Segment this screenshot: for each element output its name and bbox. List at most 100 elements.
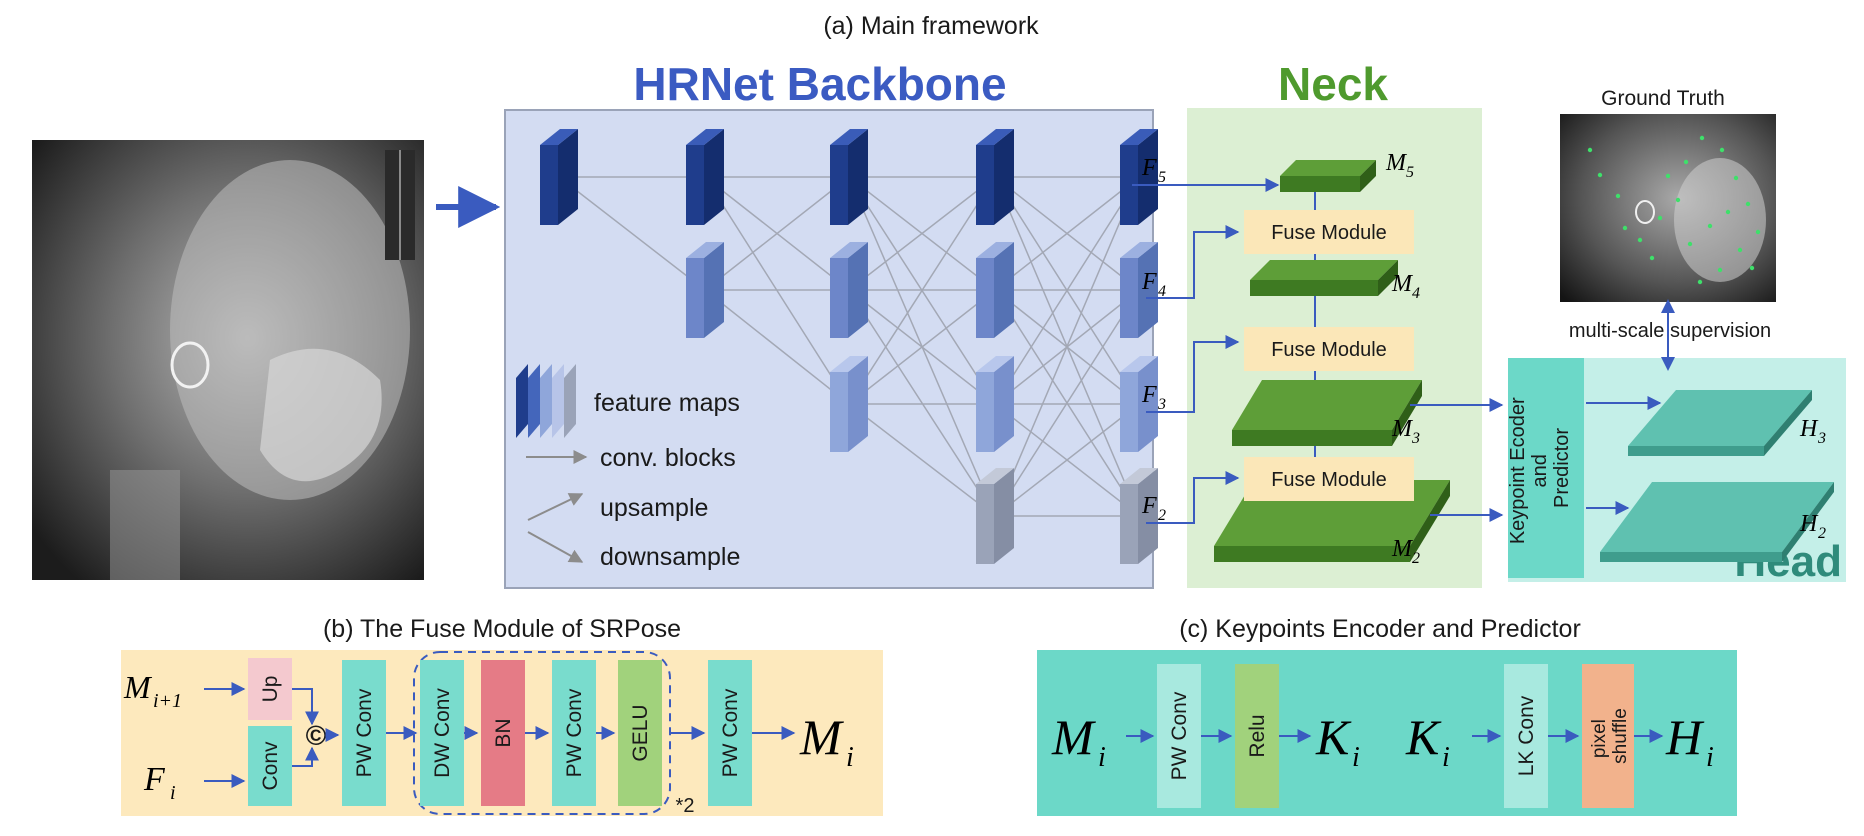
- svg-text:PW Conv: PW Conv: [719, 688, 742, 777]
- svg-text:PW Conv: PW Conv: [563, 688, 586, 777]
- svg-text:K: K: [1405, 709, 1442, 765]
- neck-map-m4: [1250, 260, 1398, 296]
- backbone-feature-map-block: [1120, 129, 1158, 225]
- keypoint-encoder-block: [1508, 358, 1584, 578]
- fuse-repeat-label: *2: [676, 795, 695, 817]
- fuse-dw-conv: DW Conv: [420, 660, 464, 806]
- ground-truth-keypoint-dot: [1707, 223, 1713, 229]
- svg-text:i: i: [170, 782, 176, 804]
- svg-text:pixel shuffle: pixel shuffle: [1589, 708, 1631, 764]
- concat-symbol: ©: [306, 720, 327, 751]
- backbone-connections: [558, 176, 1140, 517]
- legend-upsample-arrow: [527, 493, 584, 521]
- multiscale-supervision-label: multi-scale supervision: [1569, 320, 1771, 342]
- ground-truth-keypoint-dot: [1717, 267, 1723, 273]
- svg-text:3: 3: [1411, 430, 1420, 447]
- backbone-feature-map-block: [686, 242, 724, 338]
- feature-maps-legend-icon: [516, 364, 576, 438]
- keypoint-encoder-label: Keypoint Ecoder and Predictor: [1507, 392, 1573, 544]
- svg-text:LK Conv: LK Conv: [1515, 695, 1538, 776]
- backbone-feature-map-block: [1120, 242, 1158, 338]
- backbone-panel: [504, 109, 1154, 589]
- neck-map-m5: [1280, 160, 1376, 192]
- backbone-output-label-f2: F 2: [1141, 493, 1166, 524]
- backbone-connection-line: [848, 176, 996, 291]
- ground-truth-keypoint-dot: [1745, 201, 1751, 207]
- ground-truth-keypoint-dot: [1697, 279, 1703, 285]
- svg-text:i: i: [1352, 742, 1360, 773]
- svg-text:F: F: [1141, 269, 1157, 295]
- svg-text:M: M: [1391, 416, 1414, 442]
- backbone-to-neck-arrows: [1132, 178, 1504, 524]
- kep-pw-conv: PW Conv: [1157, 664, 1201, 808]
- ground-truth-keypoint-dot: [1733, 175, 1739, 181]
- svg-text:i: i: [1706, 742, 1714, 773]
- ground-truth-keypoint-dot: [1687, 241, 1693, 247]
- backbone-connection-line: [994, 176, 1140, 405]
- kep-input-m: M i: [1051, 709, 1106, 773]
- svg-text:i: i: [1442, 742, 1450, 773]
- backbone-feature-map-block: [686, 129, 724, 225]
- fuse-module-1: Fuse Module: [1244, 210, 1414, 254]
- ground-truth-keypoint-dot: [1755, 229, 1761, 235]
- fuse-up-block: Up: [248, 658, 292, 720]
- ground-truth-keypoints: [1587, 135, 1761, 285]
- fuse-output-m: M i: [799, 709, 854, 773]
- ground-truth-keypoint-dot: [1749, 265, 1755, 271]
- backbone-connection-line: [994, 403, 1140, 517]
- backbone-connection-line: [848, 289, 996, 405]
- svg-text:GELU: GELU: [629, 704, 652, 761]
- svg-text:M: M: [1385, 150, 1408, 176]
- svg-text:2: 2: [1412, 550, 1420, 567]
- backbone-connection-line: [848, 289, 996, 517]
- svg-text:PW Conv: PW Conv: [353, 688, 376, 777]
- svg-text:Up: Up: [259, 676, 282, 703]
- backbone-feature-maps: [540, 129, 1158, 564]
- ground-truth-keypoint-dot: [1649, 255, 1655, 261]
- svg-text:M: M: [123, 669, 153, 705]
- fuse-conv-block: Conv: [248, 726, 292, 806]
- ground-truth-keypoint-dot: [1615, 193, 1621, 199]
- ground-truth-keypoint-dot: [1622, 225, 1628, 231]
- fuse-module-3: Fuse Module: [1244, 457, 1414, 501]
- backbone-connection-line: [704, 176, 850, 291]
- backbone-connection-line: [994, 176, 1140, 291]
- head-map-h2: [1600, 482, 1834, 562]
- neck-label-m3: M 3: [1391, 416, 1420, 447]
- head-map-h3: [1628, 390, 1812, 456]
- svg-text:H: H: [1665, 709, 1705, 765]
- svg-text:Fuse Module: Fuse Module: [1271, 469, 1387, 491]
- fuse-pw-conv-1: PW Conv: [342, 660, 386, 806]
- svg-text:Fuse Module: Fuse Module: [1271, 339, 1387, 361]
- backbone-connection-line: [848, 176, 996, 405]
- fuse-module-2: Fuse Module: [1244, 327, 1414, 371]
- neck-title: Neck: [1278, 58, 1388, 110]
- backbone-feature-map-block: [976, 129, 1014, 225]
- svg-text:3: 3: [1157, 396, 1166, 413]
- fuse-bn: BN: [481, 660, 525, 806]
- backbone-output-label-f4: F 4: [1141, 269, 1166, 300]
- backbone-feature-map-block: [830, 242, 868, 338]
- ground-truth-keypoint-dot: [1637, 237, 1643, 243]
- fuse-gelu: GELU: [618, 660, 662, 806]
- svg-text:i: i: [1098, 742, 1106, 773]
- kep-lk-conv: LK Conv: [1504, 664, 1548, 808]
- svg-text:DW Conv: DW Conv: [431, 688, 454, 778]
- legend-conv-blocks: conv. blocks: [600, 444, 736, 472]
- backbone-feature-map-block: [540, 129, 578, 225]
- kep-caption: (c) Keypoints Encoder and Predictor: [1179, 615, 1581, 643]
- svg-text:3: 3: [1817, 430, 1826, 447]
- fuse-caption: (b) The Fuse Module of SRPose: [323, 615, 681, 643]
- svg-text:2: 2: [1818, 525, 1826, 542]
- head-label-h3: H 3: [1799, 416, 1826, 447]
- ground-truth-label: Ground Truth: [1601, 87, 1725, 110]
- legend-upsample: upsample: [600, 494, 708, 522]
- svg-text:PW Conv: PW Conv: [1168, 691, 1191, 780]
- fuse-pw-conv-2: PW Conv: [552, 660, 596, 806]
- backbone-feature-map-block: [830, 356, 868, 452]
- legend-feature-maps: feature maps: [594, 389, 740, 417]
- backbone-connection-line: [994, 176, 1140, 517]
- svg-text:F: F: [1141, 155, 1157, 181]
- ground-truth-keypoint-dot: [1737, 247, 1743, 253]
- fuse-pw-conv-3: PW Conv: [708, 660, 752, 806]
